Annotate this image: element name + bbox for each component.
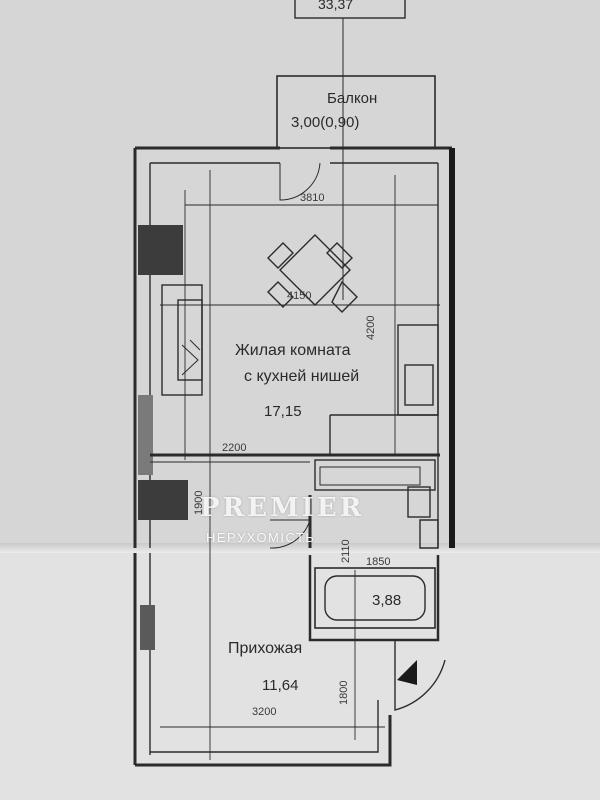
watermark-subtitle: НЕРУХОМІСТЬ	[206, 530, 316, 545]
dim-2110: 2110	[340, 539, 352, 563]
paper-fold	[0, 543, 600, 553]
balcony-name: Балкон	[327, 90, 378, 107]
bathtub-inner	[324, 575, 426, 621]
sofa	[161, 284, 203, 396]
bath-fixture-inner	[319, 466, 421, 486]
balcony-area: 3,00(0,90)	[291, 114, 360, 131]
sofa-pattern	[181, 339, 201, 376]
bath-fixture	[314, 459, 436, 491]
balcony-door-swing	[279, 162, 321, 201]
bath-right-sink	[419, 519, 439, 549]
kitchen-sink	[404, 364, 434, 406]
top-area-box	[294, 0, 406, 19]
paper-top-sheet	[0, 0, 600, 548]
entry-arrow	[397, 660, 417, 685]
bathtub	[314, 567, 436, 629]
watermark-title: PREMIER	[200, 493, 365, 523]
dimension-lines	[160, 170, 440, 760]
lower-column	[140, 605, 155, 650]
chair-3	[267, 281, 294, 308]
dim-1800: 1800	[338, 680, 350, 705]
living-room-name-line1: Жилая комната	[235, 342, 351, 359]
dim-3200: 3200	[252, 706, 277, 718]
bathroom-wall	[308, 555, 440, 642]
toilet	[407, 486, 431, 518]
dim-4200: 4200	[365, 315, 377, 340]
entry-door-swing	[394, 640, 446, 711]
dim-2200: 2200	[222, 442, 247, 454]
hall-area: 11,64	[262, 677, 299, 694]
wall-column-1	[138, 225, 183, 275]
wall-column-3	[138, 395, 153, 475]
lower-wall-bottom	[135, 715, 392, 767]
top-area-value: 33,37	[318, 0, 354, 12]
sofa-cushion	[177, 299, 203, 381]
dim-1850: 1850	[366, 556, 391, 568]
hall-name: Прихожая	[228, 640, 303, 657]
dim-4150: 4150	[287, 290, 312, 302]
living-room-area: 17,15	[264, 403, 302, 420]
wall-column-2	[138, 480, 188, 520]
balcony-outline	[276, 75, 436, 149]
door-swing-wc	[269, 519, 311, 549]
kitchen-counter	[397, 324, 439, 416]
lower-wall-bottom-inner	[150, 700, 379, 753]
dim-3810: 3810	[300, 192, 325, 204]
living-room-name-line2: с кухней нишей	[244, 368, 360, 385]
chair-4	[331, 280, 358, 313]
chair-1	[267, 242, 294, 269]
paper-bottom-sheet	[0, 548, 600, 800]
bathroom-area: 3,88	[372, 592, 402, 609]
chair-2	[326, 242, 353, 269]
